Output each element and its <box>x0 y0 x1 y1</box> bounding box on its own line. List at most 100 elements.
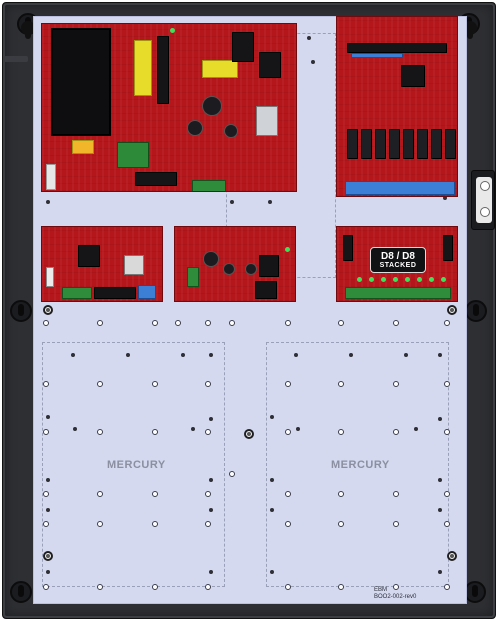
screw-pin <box>209 570 213 574</box>
screw-pin <box>268 200 272 204</box>
mercury-area-left <box>42 342 225 587</box>
connector <box>443 235 453 261</box>
mounting-hole <box>205 491 211 497</box>
mounting-hole <box>97 381 103 387</box>
d8-stacked-board[interactable]: D8 / D8 STACKED <box>336 226 458 302</box>
screw-pin <box>438 478 442 482</box>
terminal-block[interactable] <box>187 267 199 287</box>
regulator <box>232 32 254 62</box>
screw-pin <box>270 508 274 512</box>
header-connector <box>94 287 136 299</box>
mounting-hole <box>338 521 344 527</box>
mounting-hole <box>285 584 291 590</box>
mounting-hole <box>97 491 103 497</box>
screw-pin <box>209 417 213 421</box>
screw-pin <box>443 196 447 200</box>
mounting-hole <box>285 521 291 527</box>
mounting-hole <box>43 491 49 497</box>
mounting-hole <box>285 320 291 326</box>
mounting-hole <box>229 471 235 477</box>
mounting-hole <box>152 584 158 590</box>
standoff-icon <box>43 305 53 315</box>
latch-icon[interactable] <box>471 170 495 230</box>
status-led <box>405 277 410 282</box>
corner-mount-icon <box>465 300 487 322</box>
screw-pin <box>46 200 50 204</box>
badge-line2: STACKED <box>379 262 417 269</box>
ac-terminal[interactable] <box>46 164 56 190</box>
keyhole-icon <box>21 21 35 39</box>
mercury-label-left: MERCURY <box>107 459 166 471</box>
mercury-label-right: MERCURY <box>331 459 390 471</box>
screw-pin <box>414 427 418 431</box>
d8-stacked-badge: D8 / D8 STACKED <box>370 247 426 273</box>
standoff-icon <box>244 429 254 439</box>
screw-pin <box>294 353 298 357</box>
screw-pin <box>307 36 311 40</box>
terminal-block[interactable] <box>192 180 226 191</box>
terminal-block[interactable] <box>62 287 92 299</box>
power-supply-board[interactable] <box>41 23 297 192</box>
screw-pin <box>209 353 213 357</box>
mounting-hole <box>338 429 344 435</box>
input-terminals[interactable] <box>345 287 451 299</box>
status-led <box>170 28 175 33</box>
mounting-hole <box>205 521 211 527</box>
relay <box>347 129 358 159</box>
standoff-icon <box>43 551 53 561</box>
relay-output-board[interactable] <box>336 16 458 197</box>
mounting-hole <box>338 381 344 387</box>
part-number-line2: BOO2-002-rev0 <box>374 594 417 600</box>
relay <box>445 129 456 159</box>
status-led <box>441 277 446 282</box>
ethernet-port[interactable] <box>124 255 144 275</box>
mounting-hole <box>43 584 49 590</box>
corner-mount-icon <box>464 581 486 603</box>
dip-switch[interactable] <box>138 285 156 299</box>
controller-board[interactable] <box>41 226 163 302</box>
mounting-hole <box>205 381 211 387</box>
screw-pin <box>209 508 213 512</box>
mounting-hole <box>43 521 49 527</box>
mounting-hole <box>97 429 103 435</box>
microcontroller <box>401 65 425 87</box>
power-terminal[interactable] <box>255 281 277 299</box>
relay <box>361 129 372 159</box>
capacitor <box>223 263 235 275</box>
inductor-2 <box>202 60 238 78</box>
mounting-hole <box>393 584 399 590</box>
mounting-hole <box>229 320 235 326</box>
capacitor <box>245 263 257 275</box>
part-number: EBM BOO2-002-rev0 <box>374 587 416 601</box>
screw-pin <box>126 353 130 357</box>
screw-pin <box>46 415 50 419</box>
screw-pin <box>46 478 50 482</box>
mounting-hole <box>43 381 49 387</box>
indicator-strip <box>351 53 403 58</box>
mounting-hole <box>43 429 49 435</box>
side-connector <box>46 267 54 287</box>
mounting-hole <box>444 429 450 435</box>
status-led <box>357 277 362 282</box>
relay-block <box>259 52 281 78</box>
mounting-hole <box>97 584 103 590</box>
relay <box>431 129 442 159</box>
screw-pin <box>209 478 213 482</box>
mounting-hole <box>285 491 291 497</box>
part-number-line1: EBM <box>374 587 388 593</box>
mounting-hole <box>393 521 399 527</box>
screw-pin <box>349 353 353 357</box>
relay <box>417 129 428 159</box>
mounting-hole <box>393 381 399 387</box>
screw-pin <box>270 478 274 482</box>
output-terminals[interactable] <box>345 181 455 195</box>
power-distribution-board[interactable] <box>174 226 296 302</box>
corner-mount-icon <box>10 300 32 322</box>
screw-pin <box>181 353 185 357</box>
mounting-hole <box>444 491 450 497</box>
screw-pin <box>438 570 442 574</box>
pin-header <box>347 43 447 53</box>
status-led <box>417 277 422 282</box>
mounting-hole <box>152 429 158 435</box>
status-led <box>381 277 386 282</box>
